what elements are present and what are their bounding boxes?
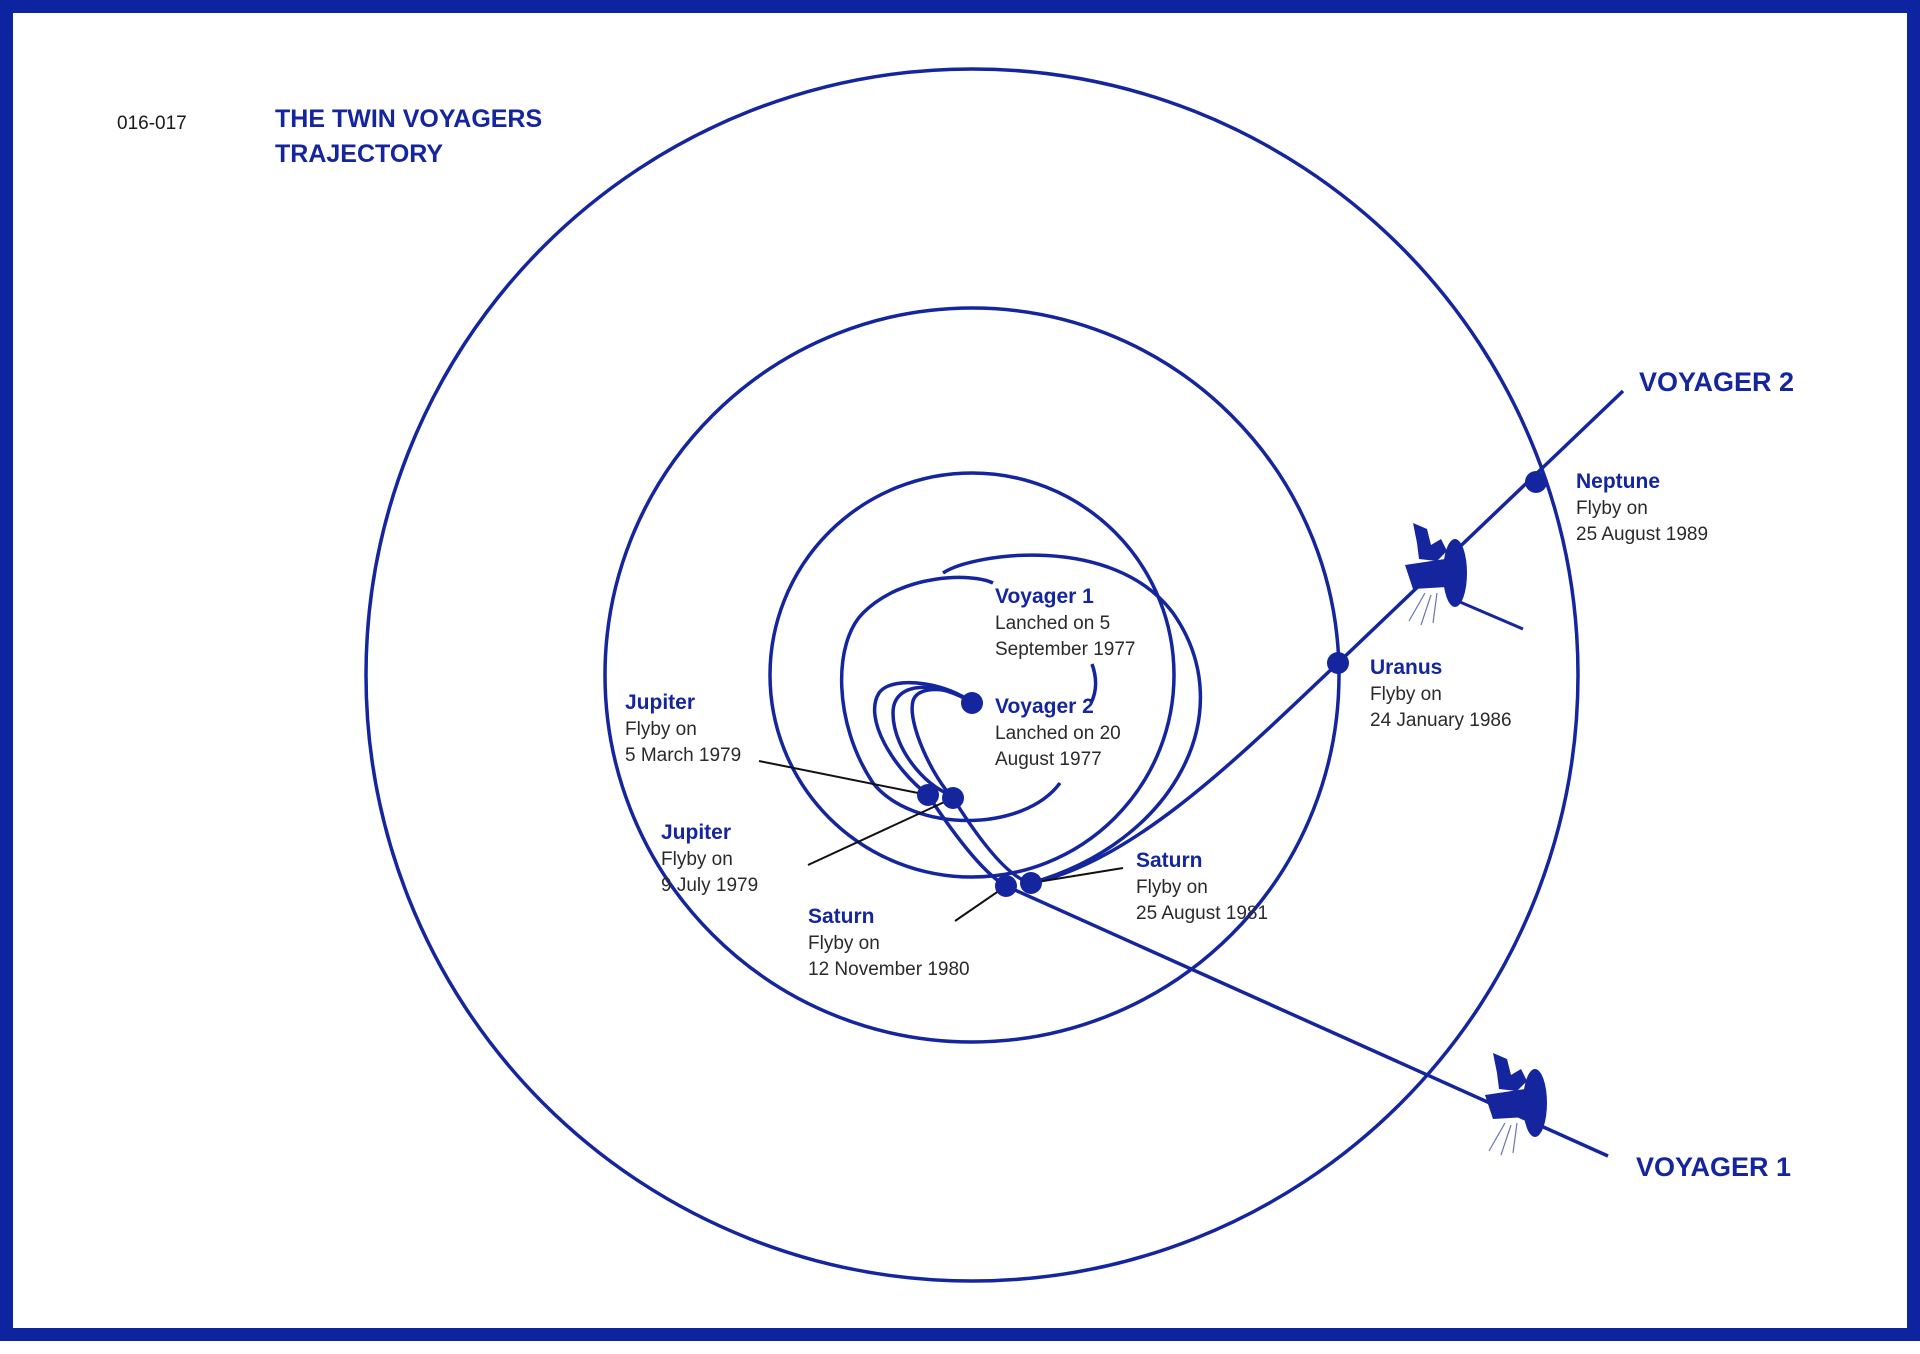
label-uranus-name: Uranus <box>1370 656 1442 679</box>
voyager1-trajectory <box>839 575 1098 823</box>
voyager2-outbound-line <box>1336 389 1625 665</box>
label-saturn-1-line2: 12 November 1980 <box>808 959 970 980</box>
voyager-loops <box>872 680 973 800</box>
leader-jupiter-1 <box>758 760 929 796</box>
label-saturn-2: Saturn Flyby on 25 August 1981 <box>1136 849 1268 924</box>
saturn-flyby-1-dot <box>995 875 1017 897</box>
label-jupiter-1-name: Jupiter <box>625 691 695 714</box>
voyager2-launch-dot <box>961 692 983 714</box>
label-neptune-name: Neptune <box>1576 470 1660 493</box>
leader-saturn-2 <box>1030 867 1124 884</box>
title-line-1: THE TWIN VOYAGERS <box>275 105 542 133</box>
label-voyager2-launch: Voyager 2 Lanched on 20 August 1977 <box>995 695 1121 770</box>
label-voyager2-end: VOYAGER 2 <box>1639 367 1794 397</box>
label-voyager2-name: Voyager 2 <box>995 695 1094 718</box>
label-neptune: Neptune Flyby on 25 August 1989 <box>1576 470 1708 545</box>
jupiter-flyby-2-dot <box>942 787 964 809</box>
label-jupiter-1-line2: 5 March 1979 <box>625 745 741 766</box>
label-saturn-1: Saturn Flyby on 12 November 1980 <box>808 905 970 980</box>
label-neptune-line1: Flyby on <box>1576 498 1648 519</box>
label-voyager2-line2: August 1977 <box>995 749 1102 770</box>
leader-jupiter-2 <box>807 797 954 866</box>
title-line-2: TRAJECTORY <box>275 140 443 168</box>
label-voyager1-line1: Lanched on 5 <box>995 613 1110 634</box>
voyager1-launch-arc <box>942 553 1203 885</box>
label-voyager1-line2: September 1977 <box>995 639 1136 660</box>
label-saturn-2-line2: 25 August 1981 <box>1136 903 1268 924</box>
label-jupiter-1: Jupiter Flyby on 5 March 1979 <box>625 691 741 766</box>
label-uranus-line1: Flyby on <box>1370 684 1442 705</box>
orbit-saturn <box>768 471 1176 879</box>
label-jupiter-1-line1: Flyby on <box>625 719 697 740</box>
neptune-flyby-dot <box>1525 471 1547 493</box>
label-jupiter-2-line1: Flyby on <box>661 849 733 870</box>
label-voyager2-line1: Lanched on 20 <box>995 723 1121 744</box>
label-voyager1-name: Voyager 1 <box>995 585 1094 608</box>
label-saturn-1-line1: Flyby on <box>808 933 880 954</box>
label-voyager1-end: VOYAGER 1 <box>1636 1152 1791 1182</box>
trajectory-diagram: 016-017 THE TWIN VOYAGERS TRAJECTORY <box>117 67 1794 1283</box>
label-jupiter-2: Jupiter Flyby on 9 July 1979 <box>661 821 758 896</box>
label-jupiter-2-line2: 9 July 1979 <box>661 875 758 896</box>
label-saturn-1-name: Saturn <box>808 905 875 928</box>
label-uranus-line2: 24 January 1986 <box>1370 710 1512 731</box>
label-jupiter-2-name: Jupiter <box>661 821 731 844</box>
doc-code: 016-017 <box>117 113 187 134</box>
voyager2-to-uranus <box>1030 661 1340 885</box>
spacecraft-icon <box>1405 523 1524 631</box>
voyager1-path-inner <box>891 685 973 797</box>
label-saturn-2-name: Saturn <box>1136 849 1203 872</box>
orbit-uranus <box>603 306 1341 1044</box>
label-saturn-2-line1: Flyby on <box>1136 877 1208 898</box>
saturn-flyby-2-dot <box>1020 872 1042 894</box>
label-neptune-line2: 25 August 1989 <box>1576 524 1708 545</box>
label-uranus: Uranus Flyby on 24 January 1986 <box>1370 656 1512 731</box>
uranus-flyby-dot <box>1327 652 1349 674</box>
orbit-neptune <box>364 67 1580 1283</box>
spacecraft-icon <box>1485 1053 1547 1156</box>
label-voyager1-launch: Voyager 1 Lanched on 5 September 1977 <box>995 585 1136 660</box>
jupiter-flyby-1-dot <box>917 784 939 806</box>
